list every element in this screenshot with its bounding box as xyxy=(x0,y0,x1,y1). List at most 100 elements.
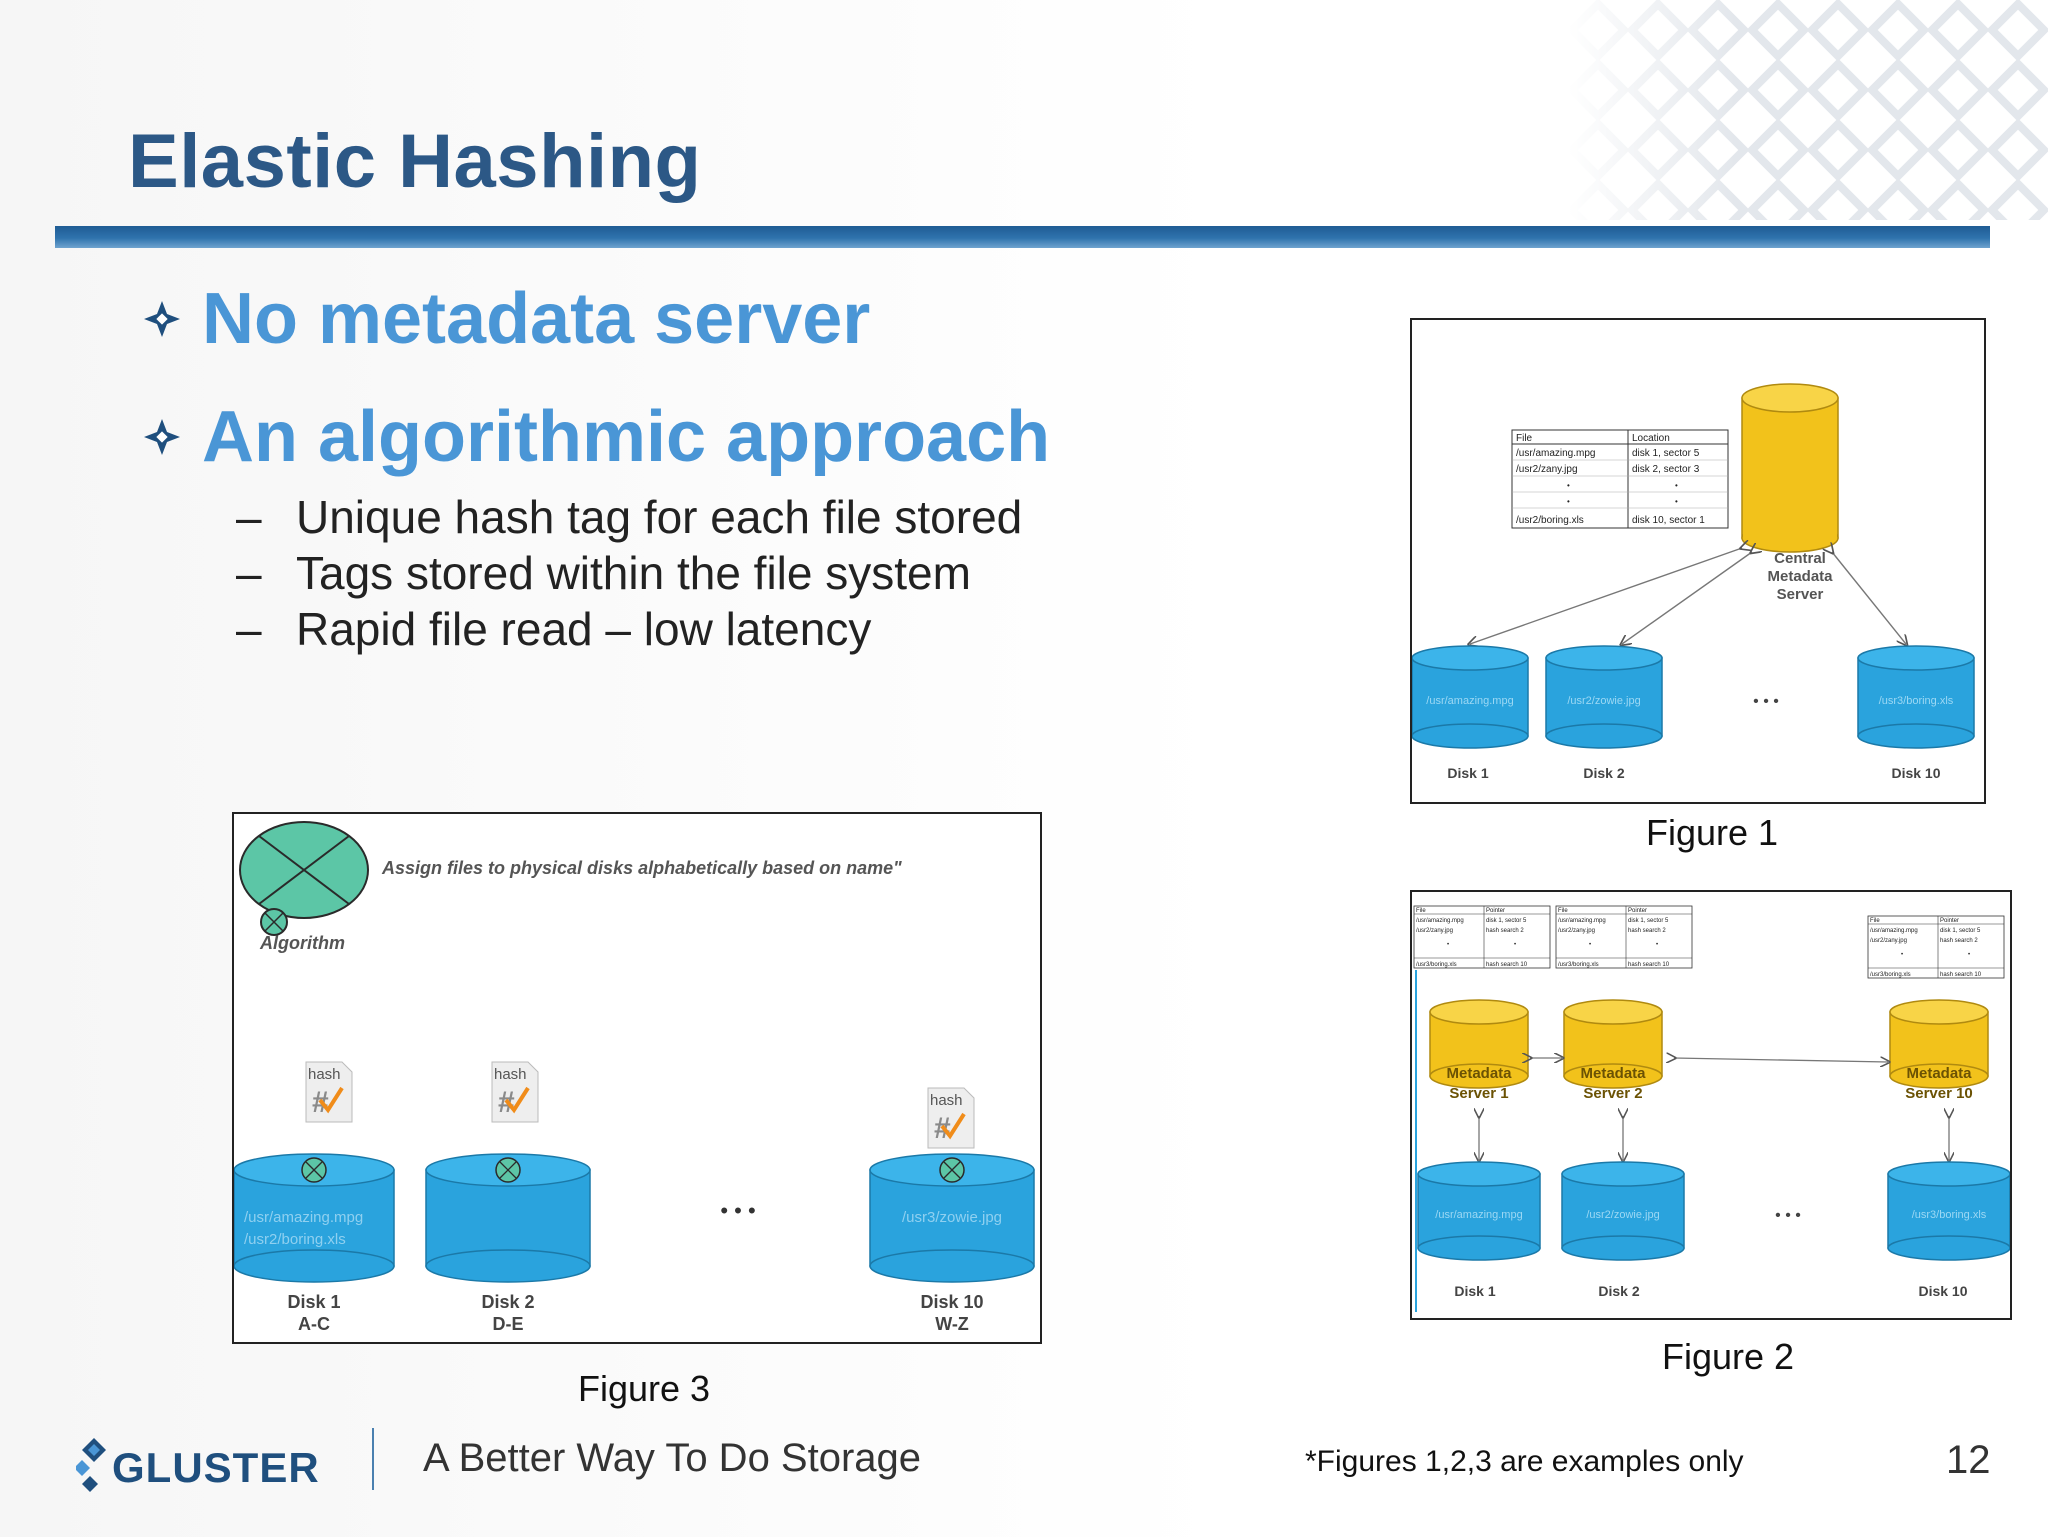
table-cell: hash search 10 xyxy=(1486,962,1528,968)
footer-divider xyxy=(372,1428,374,1490)
figure-2-caption: Figure 2 xyxy=(1662,1336,1795,1377)
figure-1-diagram: File Location /usr/amazing.mpg disk 1, s… xyxy=(1412,383,1975,781)
disk-label: Disk 10 xyxy=(920,1292,983,1312)
figure-3-caption: Figure 3 xyxy=(578,1368,711,1409)
server-label-line: Metadata xyxy=(1580,1065,1646,1082)
sub-bullet: – Unique hash tag for each file stored xyxy=(236,490,1022,544)
table-cell: • xyxy=(1656,942,1658,948)
table-cell: /usr3/boring.xls xyxy=(1416,962,1457,968)
table-cell: hash search 10 xyxy=(1940,972,1982,978)
disk-label: Disk 1 xyxy=(1454,1283,1495,1299)
disk-label: Disk 2 xyxy=(1598,1283,1639,1299)
disk-range-label: D-E xyxy=(493,1314,524,1334)
table-cell: • xyxy=(1447,942,1449,948)
ellipsis: • • • xyxy=(720,1198,755,1223)
ellipsis: • • • xyxy=(1775,1207,1801,1224)
arrow xyxy=(1470,548,1742,644)
table-header: File xyxy=(1416,908,1426,914)
table-cell: • xyxy=(1514,942,1516,948)
table-cell: hash search 2 xyxy=(1486,928,1524,934)
disk-label: Disk 2 xyxy=(1583,765,1624,781)
figure-2: File Pointer /usr/amazing.mpg disk 1, se… xyxy=(1410,890,2012,1320)
hash-document-icon: hash # xyxy=(491,1061,539,1123)
gluster-logo: GLUSTER xyxy=(76,1436,320,1500)
metadata-server-cylinder xyxy=(1429,999,1529,1089)
algorithm-bubble-icon xyxy=(239,821,369,936)
disk-cylinder xyxy=(1412,645,1529,749)
footer-tagline: A Better Way To Do Storage xyxy=(423,1436,922,1480)
hash-document-icon: hash # xyxy=(305,1061,353,1123)
server-label-line: Server 2 xyxy=(1583,1085,1642,1102)
table-cell: hash search 10 xyxy=(1628,962,1670,968)
bullet-item: No metadata server xyxy=(142,278,870,360)
server-label-line: Metadata xyxy=(1446,1065,1512,1082)
metadata-server-cylinder xyxy=(1563,999,1663,1089)
page-number: 12 xyxy=(1946,1438,1991,1482)
sub-bullet-dash: – xyxy=(236,603,262,655)
figure-1-caption: Figure 1 xyxy=(1646,812,1779,853)
table-cell: • xyxy=(1675,497,1678,506)
arrow xyxy=(1832,552,1906,644)
slide-title: Elastic Hashing xyxy=(128,119,702,204)
algorithm-label: Algorithm xyxy=(259,933,345,953)
disk-file-name: /usr3/boring.xls xyxy=(1879,695,1954,707)
diamond-bullet-icon xyxy=(144,301,180,337)
table-cell: disk 10, sector 1 xyxy=(1632,515,1705,526)
table-cell: • xyxy=(1968,952,1970,958)
bullet-item: An algorithmic approach xyxy=(142,396,1050,478)
table-cell: disk 1, sector 5 xyxy=(1628,918,1669,924)
server-label-line: Metadata xyxy=(1906,1065,1972,1082)
table-cell: disk 1, sector 5 xyxy=(1632,448,1700,459)
disk-cylinder xyxy=(234,1153,395,1283)
disk-cylinder xyxy=(1417,1161,1541,1261)
server-label-line: Server 1 xyxy=(1449,1085,1508,1102)
arrow xyxy=(1622,552,1752,644)
table-cell: • xyxy=(1589,942,1591,948)
figure-2-table: File Pointer /usr/amazing.mpg disk 1, se… xyxy=(1867,915,2005,979)
disk-label: Disk 1 xyxy=(287,1292,340,1312)
table-cell: disk 1, sector 5 xyxy=(1486,918,1527,924)
figure-1: File Location /usr/amazing.mpg disk 1, s… xyxy=(1410,318,1986,804)
table-header: File xyxy=(1516,433,1533,444)
disk-range-label: W-Z xyxy=(935,1314,969,1334)
server-label-line: Central xyxy=(1774,550,1826,567)
hash-label: hash xyxy=(494,1066,527,1083)
table-header: Location xyxy=(1632,433,1670,444)
table-cell: /usr2/zany.jpg xyxy=(1516,464,1578,475)
table-cell: /usr2/zany.jpg xyxy=(1870,938,1907,944)
ellipsis: • • • xyxy=(1753,693,1779,710)
figure-2-diagram: File Pointer /usr/amazing.mpg disk 1, se… xyxy=(1413,905,2010,1312)
sub-bullet-text: Rapid file read – low latency xyxy=(296,603,872,655)
table-cell: • xyxy=(1901,952,1903,958)
decorative-pattern xyxy=(1568,0,2048,220)
disk-file-name: /usr/amazing.mpg xyxy=(244,1209,363,1226)
disk-label: Disk 10 xyxy=(1918,1283,1967,1299)
metadata-server-cylinder xyxy=(1889,999,1989,1089)
assign-description: Assign files to physical disks alphabeti… xyxy=(381,858,902,878)
table-cell: /usr2/zany.jpg xyxy=(1416,928,1453,934)
disk-file-name: /usr2/zowie.jpg xyxy=(1567,695,1640,707)
server-label-line: Server xyxy=(1777,586,1824,603)
sub-bullet-dash: – xyxy=(236,547,262,599)
figure-1-table: File Location /usr/amazing.mpg disk 1, s… xyxy=(1511,429,1729,529)
disk-file-name: /usr3/zowie.jpg xyxy=(902,1209,1002,1226)
gluster-logo-icon xyxy=(76,1438,106,1492)
table-cell: /usr2/boring.xls xyxy=(1516,515,1584,526)
table-header: Pointer xyxy=(1940,918,1959,924)
sub-bullet: – Tags stored within the file system xyxy=(236,546,971,600)
disk-label: Disk 10 xyxy=(1891,765,1940,781)
table-cell: /usr/amazing.mpg xyxy=(1870,928,1918,934)
sub-bullet-text: Unique hash tag for each file stored xyxy=(296,491,1023,543)
table-cell: disk 1, sector 5 xyxy=(1940,928,1981,934)
bullet-text: No metadata server xyxy=(202,279,871,359)
arrow xyxy=(1674,1058,1888,1062)
table-cell: /usr/amazing.mpg xyxy=(1516,448,1595,459)
table-cell: /usr3/boring.xls xyxy=(1870,972,1911,978)
table-cell: /usr2/zany.jpg xyxy=(1558,928,1595,934)
disk-cylinder xyxy=(1561,1161,1685,1261)
title-underline-bar xyxy=(55,226,1990,248)
logo-wordmark: GLUSTER xyxy=(112,1444,320,1491)
table-header: File xyxy=(1870,918,1880,924)
table-cell: • xyxy=(1675,481,1678,490)
